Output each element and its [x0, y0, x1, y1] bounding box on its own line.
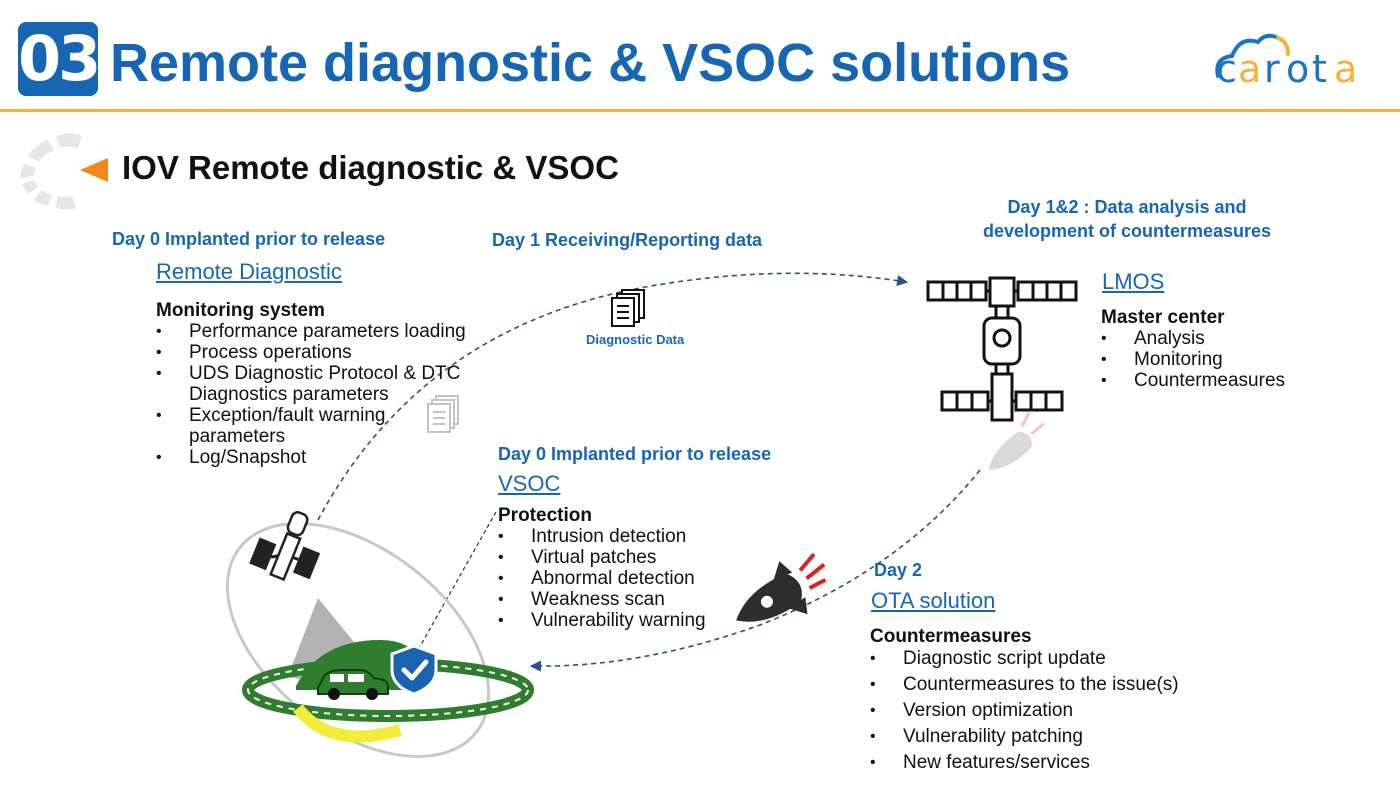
list-item: Vulnerability warning — [498, 610, 738, 631]
lmos-day: Day 1&2 : Data analysis and development … — [982, 197, 1272, 241]
loading-arrow-icon — [20, 133, 108, 210]
list-item: Countermeasures to the issue(s) — [870, 672, 1190, 698]
remote-diagnostic-title[interactable]: Remote Diagnostic — [156, 259, 342, 284]
svg-text:o: o — [1286, 47, 1309, 91]
list-item: Vulnerability patching — [870, 724, 1190, 750]
diagnostic-data-label: Diagnostic Data — [586, 332, 685, 347]
remote-diagnostic-day: Day 0 Implanted prior to release — [112, 229, 386, 249]
protection-heading: Protection — [498, 505, 592, 526]
list-item: Analysis — [1101, 328, 1341, 349]
svg-text:a: a — [1238, 47, 1261, 91]
list-item: Diagnostic script update — [870, 646, 1190, 672]
svg-text:c: c — [1216, 47, 1238, 91]
list-item: UDS Diagnostic Protocol & DTC Diagnostic… — [156, 363, 476, 405]
flow-line-ota — [529, 469, 981, 672]
vsoc-title[interactable]: VSOC — [498, 471, 561, 496]
protection-list: Intrusion detection Virtual patches Abno… — [498, 526, 738, 631]
list-item: Log/Snapshot — [156, 447, 476, 468]
list-item: Performance parameters loading — [156, 321, 476, 342]
monitoring-heading: Monitoring system — [156, 300, 325, 321]
vsoc-day: Day 0 Implanted prior to release — [498, 444, 772, 464]
carota-logo-icon: c a r o t a — [1215, 33, 1357, 91]
ota-day: Day 2 — [874, 560, 923, 580]
car-icon — [317, 669, 389, 700]
satellite-icon — [249, 511, 321, 582]
master-center-list: Analysis Monitoring Countermeasures — [1101, 328, 1341, 391]
space-station-icon — [926, 276, 1078, 422]
list-item: Abnormal detection — [498, 568, 738, 589]
rocket-icon — [736, 552, 827, 622]
list-item: New features/services — [870, 750, 1190, 776]
svg-text:r: r — [1264, 47, 1280, 91]
monitoring-list: Performance parameters loading Process o… — [156, 321, 476, 468]
rocket-faded-icon — [988, 411, 1045, 470]
list-item: Process operations — [156, 342, 476, 363]
subtitle: IOV Remote diagnostic & VSOC — [122, 149, 619, 186]
flow-line-vsoc — [417, 511, 497, 651]
receiving-day: Day 1 Receiving/Reporting data — [492, 230, 763, 250]
page-title: Remote diagnostic & VSOC solutions — [110, 33, 1071, 93]
list-item: Intrusion detection — [498, 526, 738, 547]
list-item: Version optimization — [870, 698, 1190, 724]
ota-title[interactable]: OTA solution — [871, 588, 996, 613]
master-center-heading: Master center — [1101, 307, 1225, 328]
countermeasures-heading: Countermeasures — [870, 626, 1032, 647]
list-item: Virtual patches — [498, 547, 738, 568]
svg-text:a: a — [1334, 47, 1357, 91]
shield-check-icon — [390, 644, 438, 696]
diagnostic-data-icon — [611, 289, 645, 327]
list-item: Weakness scan — [498, 589, 738, 610]
countermeasures-list: Diagnostic script update Countermeasures… — [870, 646, 1190, 776]
svg-text:t: t — [1312, 47, 1327, 91]
list-item: Monitoring — [1101, 349, 1341, 370]
section-number: 03 — [18, 22, 101, 96]
header-divider — [0, 109, 1400, 112]
lmos-title[interactable]: LMOS — [1102, 269, 1165, 294]
list-item: Countermeasures — [1101, 370, 1341, 391]
list-item: Exception/fault warning parameters — [156, 405, 399, 447]
